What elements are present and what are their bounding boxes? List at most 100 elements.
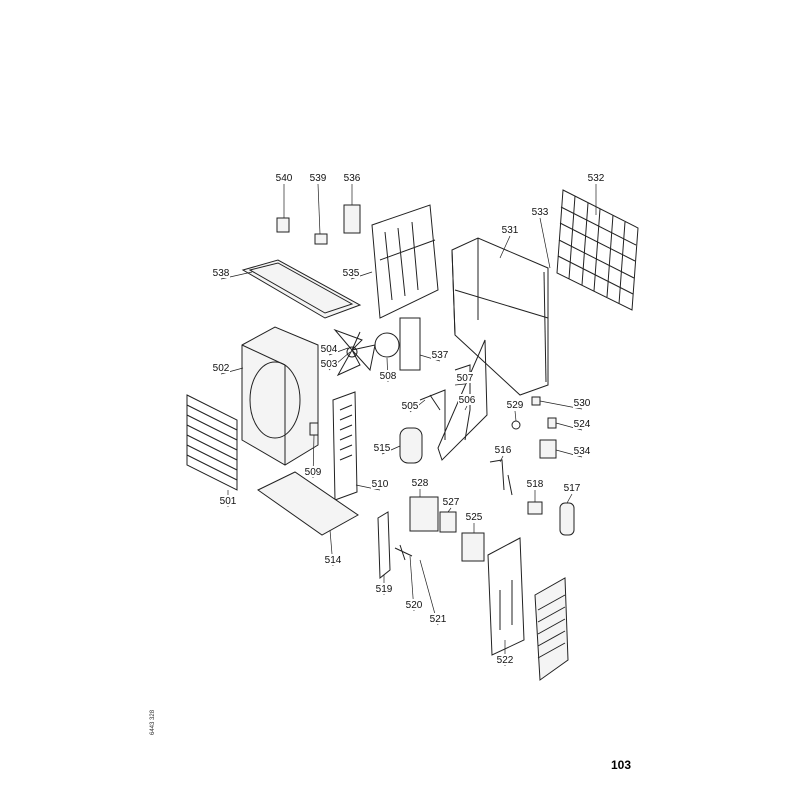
part-label-533: 533 [532,207,549,218]
part-label-503: 503 [321,359,338,370]
part-527 [439,511,457,533]
condenser-coil-531 [451,237,549,396]
part-label-528: 528 [412,478,429,489]
part-label-532: 532 [588,173,605,184]
part-530 [531,396,541,406]
leader-line-506 [464,405,468,411]
part-label-518: 518 [527,479,544,490]
label-background [304,466,322,477]
label-background [429,613,447,624]
part-label-522: 522 [497,655,514,666]
part-label-527: 527 [443,497,460,508]
part-516 [489,459,513,496]
label-background [320,343,338,354]
leader-line-529 [514,410,517,422]
motor-508 [374,332,400,358]
part-label-536: 536 [344,173,361,184]
leader-line-539 [317,183,321,235]
front-grille-501 [186,394,238,491]
part-536 [343,204,361,234]
part-label-537: 537 [432,350,449,361]
part-label-505: 505 [402,401,419,412]
part-524 [547,417,557,429]
label-background [309,172,327,183]
label-background [343,172,361,183]
part-label-508: 508 [380,371,397,382]
label-background [501,224,519,235]
part-label-514: 514 [325,555,342,566]
document-code: 6443 328 [150,709,156,735]
label-background [219,495,237,506]
leader-line-507 [454,383,466,386]
fan-504 [333,328,376,377]
part-520-521 [394,544,413,561]
side-grille [534,577,569,681]
label-background [442,496,460,507]
part-label-538: 538 [213,268,230,279]
label-background [405,599,423,610]
leader-line-531 [499,235,511,259]
part-label-502: 502 [213,363,230,374]
top-cover-538 [241,259,362,319]
part-label-506: 506 [459,395,476,406]
label-background [526,478,544,489]
capacitor-517 [559,502,575,536]
panel-519 [377,511,391,580]
label-background [212,267,230,278]
part-label-509: 509 [305,467,322,478]
label-background [456,372,474,383]
rear-grille-532 [556,189,639,311]
label-background [379,370,397,381]
box-528 [409,496,439,532]
part-529 [511,420,521,430]
part-label-504: 504 [321,344,338,355]
front-panel-502 [241,326,319,466]
label-background [563,482,581,493]
part-label-525: 525 [466,512,483,523]
label-background [401,400,419,411]
label-background [275,172,293,183]
leader-line-516 [499,455,504,463]
part-540 [276,217,290,233]
leader-line-510 [355,484,381,491]
part-label-540: 540 [276,173,293,184]
label-background [320,358,338,369]
part-label-534: 534 [574,446,591,457]
label-background [371,478,389,489]
part-label-521: 521 [430,614,447,625]
part-label-507: 507 [457,373,474,384]
label-background [531,206,549,217]
side-panel-535 [371,204,439,319]
part-label-531: 531 [502,225,519,236]
board-525 [461,532,485,562]
label-background [458,394,476,405]
label-background [212,362,230,373]
page-number: 103 [611,758,632,772]
label-background [342,267,360,278]
part-label-520: 520 [406,600,423,611]
leader-line-533 [539,217,551,269]
label-background [573,418,591,429]
part-label-519: 519 [376,584,393,595]
base-tray-514 [257,471,359,536]
label-background [496,654,514,665]
part-label-510: 510 [372,479,389,490]
part-label-529: 529 [507,400,524,411]
part-539 [314,233,328,245]
part-label-535: 535 [343,268,360,279]
part-label-515: 515 [374,443,391,454]
part-label-524: 524 [574,419,591,430]
label-background [373,442,391,453]
label-background [573,445,591,456]
label-background [506,399,524,410]
part-label-501: 501 [220,496,237,507]
label-background [587,172,605,183]
part-label-516: 516 [495,445,512,456]
part-509 [309,422,319,436]
part-534 [539,439,557,459]
part-label-530: 530 [574,398,591,409]
piping-505-506-507 [419,364,471,441]
label-background [324,554,342,565]
